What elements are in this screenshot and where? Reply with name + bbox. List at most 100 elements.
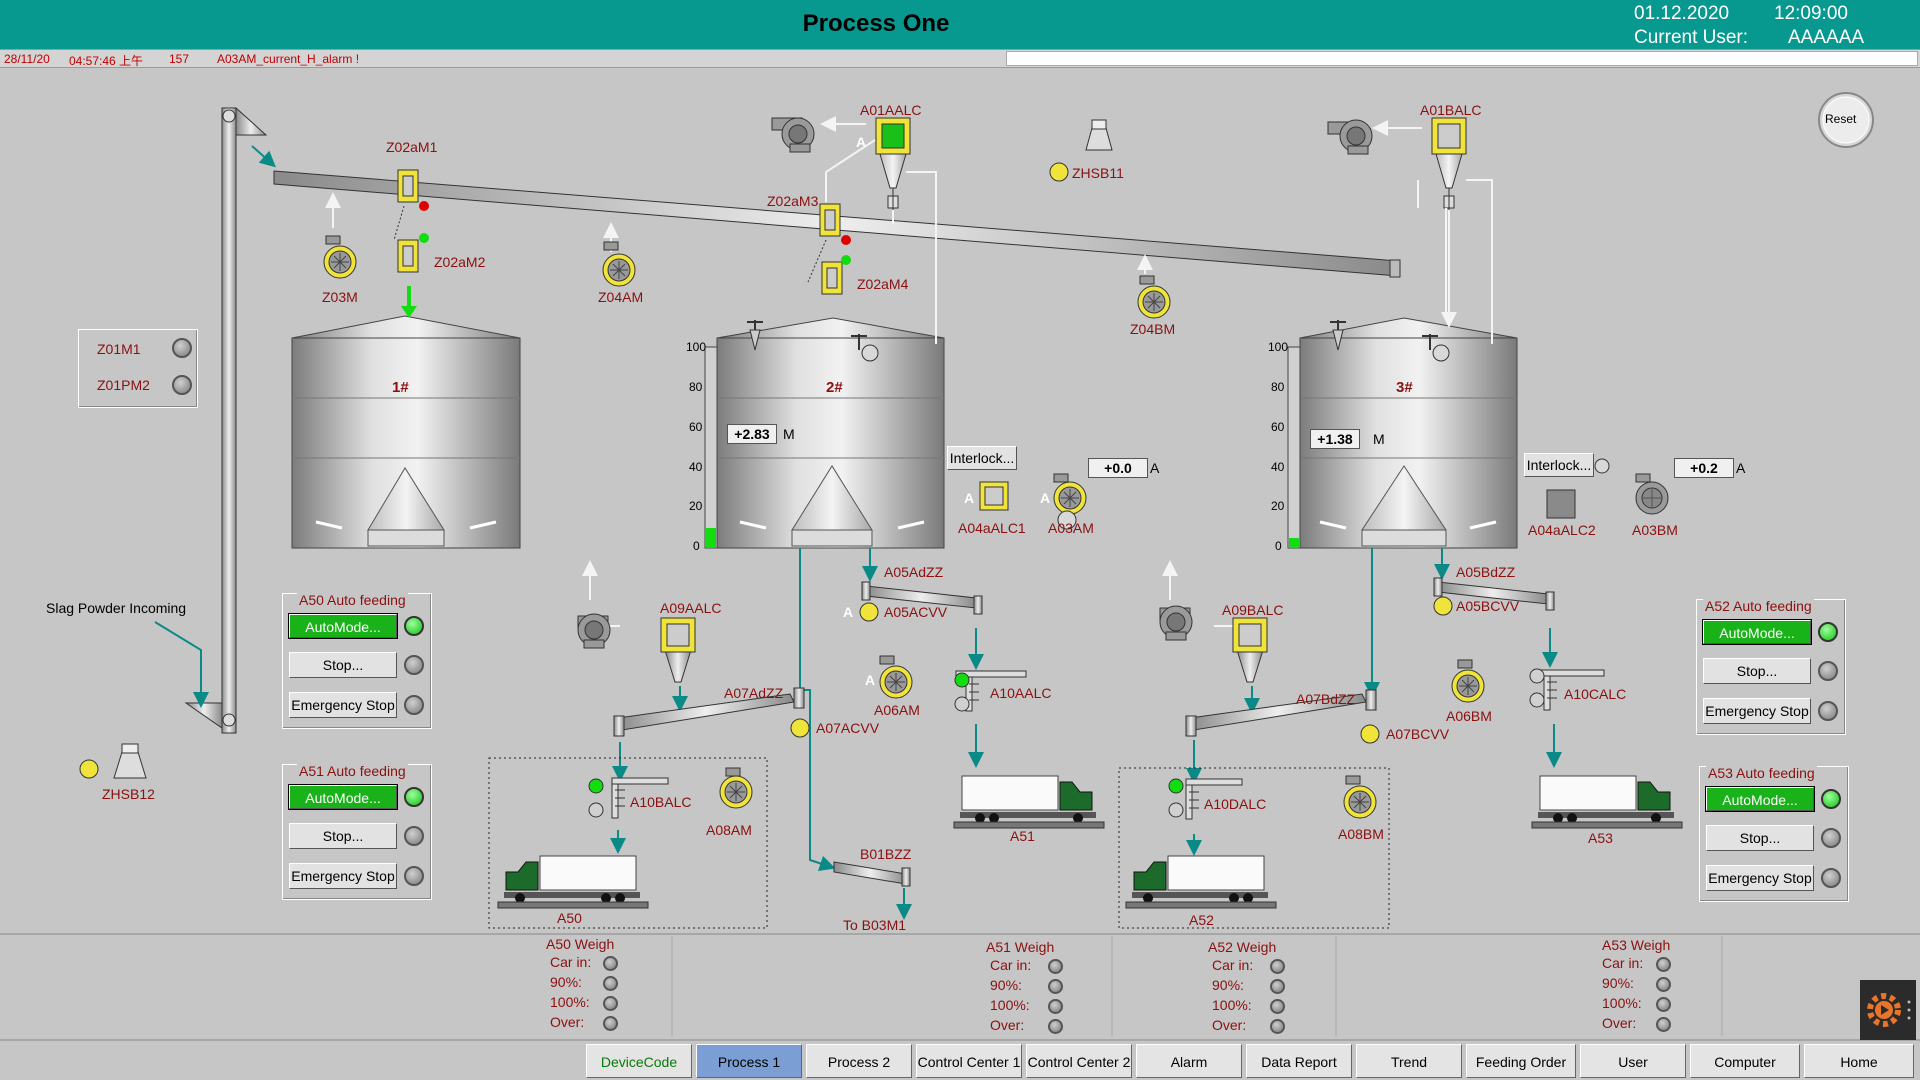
a50-carin-lamp	[603, 956, 618, 971]
label-a05bcvv: A05BCVV	[1456, 598, 1520, 614]
interlock-button-silo-2[interactable]: Interlock...	[947, 446, 1017, 470]
label-a03bm: A03BM	[1632, 522, 1678, 538]
a50-feeding-panel: A50 Auto feeding AutoMode... Stop... Eme…	[282, 592, 432, 729]
a52-automode-button[interactable]: AutoMode...	[1702, 619, 1812, 645]
a53-emergency-stop-button[interactable]: Emergency Stop	[1706, 865, 1814, 891]
a51-over-label: Over:	[990, 1017, 1025, 1033]
a03am-current-unit: A	[1150, 460, 1160, 476]
nav-trend[interactable]: Trend	[1356, 1044, 1462, 1078]
label-z03m: Z03M	[322, 289, 358, 305]
label-silo-1: 1#	[392, 379, 409, 396]
bucket-elevator	[184, 106, 276, 734]
nav-alarm[interactable]: Alarm	[1136, 1044, 1242, 1078]
alarm-time: 04:57:46 上午	[69, 54, 144, 68]
loading-zone-a50	[488, 757, 768, 929]
label-a04aalc1: A04aALC1	[958, 520, 1026, 536]
valve-indicators[interactable]	[588, 344, 1610, 818]
fan-icon-z04bm	[1137, 275, 1171, 319]
nav-control-center-1[interactable]: Control Center 1	[916, 1044, 1022, 1078]
alarm-date: 28/11/20	[4, 52, 50, 66]
truck-a52	[1125, 855, 1277, 909]
a50-feeding-title: A50 Auto feeding	[297, 592, 408, 608]
nav-computer[interactable]: Computer	[1690, 1044, 1800, 1078]
a53-feeding-title: A53 Auto feeding	[1706, 765, 1817, 781]
level-switches[interactable]	[393, 169, 851, 295]
a53-stop-button[interactable]: Stop...	[1706, 825, 1814, 851]
label-a51: A51	[1010, 828, 1035, 844]
a51-carin-label: Car in:	[990, 957, 1032, 973]
nav-home[interactable]: Home	[1804, 1044, 1914, 1078]
label-z04am: Z04AM	[598, 289, 644, 305]
horn-icon-zhsb11[interactable]	[1049, 119, 1113, 182]
a52-stop-button[interactable]: Stop...	[1703, 658, 1811, 684]
label-a05adzz: A05AdZZ	[884, 564, 944, 580]
label-a10calc: A10CALC	[1564, 686, 1627, 702]
horn-icon-zhsb12[interactable]	[79, 743, 147, 779]
label-z01pm2: Z01PM2	[97, 377, 150, 393]
a50-100-lamp	[603, 996, 618, 1011]
nav-feeding-order[interactable]: Feeding Order	[1466, 1044, 1576, 1078]
a51-stop-button[interactable]: Stop...	[289, 823, 397, 849]
a03am-current-value: +0.0	[1088, 458, 1148, 478]
a50-automode-button[interactable]: AutoMode...	[288, 613, 398, 639]
a04aalc1-mode: A	[964, 490, 975, 506]
a04aalc2-box[interactable]	[1546, 489, 1576, 519]
a51-auto-lamp	[404, 787, 424, 807]
interlock-button-silo-3[interactable]: Interlock...	[1524, 453, 1594, 477]
a51-weigh-panel: A51 Weigh Car in: 90%: 100%: Over:	[986, 939, 1076, 1039]
a51-over-lamp	[1048, 1019, 1063, 1034]
a05acvv-mode: A	[843, 604, 854, 620]
header-time: 12:09:00	[1774, 3, 1848, 24]
fan-motors[interactable]	[323, 235, 1485, 819]
a52-feeding-title: A52 Auto feeding	[1703, 598, 1814, 614]
grey-fan-icons[interactable]	[577, 117, 1669, 649]
label-a10dalc: A10DALC	[1204, 796, 1267, 812]
a50-emergency-stop-button[interactable]: Emergency Stop	[289, 692, 397, 718]
alarm-code: 157	[169, 52, 190, 66]
a50-weigh-title: A50 Weigh	[546, 936, 615, 952]
label-a52: A52	[1189, 912, 1214, 928]
a50-stop-button[interactable]: Stop...	[289, 652, 397, 678]
a51-emergency-stop-button[interactable]: Emergency Stop	[289, 863, 397, 889]
truck-a53	[1531, 775, 1683, 829]
a53-100-lamp	[1656, 997, 1671, 1012]
page-title: Process One	[802, 10, 950, 37]
grey-fan-icon-a09b	[1159, 605, 1193, 641]
label-a04aalc2: A04aALC2	[1528, 522, 1596, 538]
alarm-bar[interactable]: 28/11/20 04:57:46 上午 157 A03AM_current_H…	[0, 49, 1920, 68]
a52-100-lamp	[1270, 999, 1285, 1014]
reset-button[interactable]	[1818, 92, 1874, 148]
settings-gear-widget[interactable]	[1860, 980, 1916, 1040]
silo-3-level-unit: M	[1373, 431, 1385, 447]
a53-automode-button[interactable]: AutoMode...	[1705, 786, 1815, 812]
a51-100-lamp	[1048, 999, 1063, 1014]
label-a07bcvv: A07BCVV	[1386, 726, 1450, 742]
nav-process-2[interactable]: Process 2	[806, 1044, 912, 1078]
slag-incoming-arrow	[154, 621, 209, 708]
nav-user[interactable]: User	[1580, 1044, 1686, 1078]
label-a06bm: A06BM	[1446, 708, 1492, 724]
nav-control-center-2[interactable]: Control Center 2	[1026, 1044, 1132, 1078]
a51-stop-lamp	[404, 826, 424, 846]
a03am-mode: A	[1040, 490, 1051, 506]
label-z02am4: Z02aM4	[857, 276, 909, 292]
weigh-dividers	[671, 936, 1723, 1036]
a52-100-label: 100%:	[1212, 997, 1252, 1013]
nav-process-1[interactable]: Process 1	[696, 1044, 802, 1078]
nav-devicecode[interactable]: DeviceCode	[586, 1044, 692, 1078]
label-a05acvv: A05ACVV	[884, 604, 948, 620]
a53-carin-label: Car in:	[1602, 955, 1644, 971]
a52-emergency-stop-button[interactable]: Emergency Stop	[1703, 698, 1811, 724]
label-z02am1: Z02aM1	[386, 139, 438, 155]
a52-carin-label: Car in:	[1212, 957, 1254, 973]
reset-label[interactable]: Reset	[1825, 112, 1857, 126]
fan-icon-z04am	[602, 241, 636, 287]
truck-a50	[497, 855, 649, 909]
gear-icon	[1867, 993, 1911, 1027]
label-a07adzz: A07AdZZ	[724, 685, 784, 701]
nav-data-report[interactable]: Data Report	[1246, 1044, 1352, 1078]
alarm-message: A03AM_current_H_alarm !	[217, 52, 360, 66]
a51-automode-button[interactable]: AutoMode...	[288, 784, 398, 810]
a50-carin-label: Car in:	[550, 954, 592, 970]
grey-fan-icon-2	[1327, 119, 1373, 155]
